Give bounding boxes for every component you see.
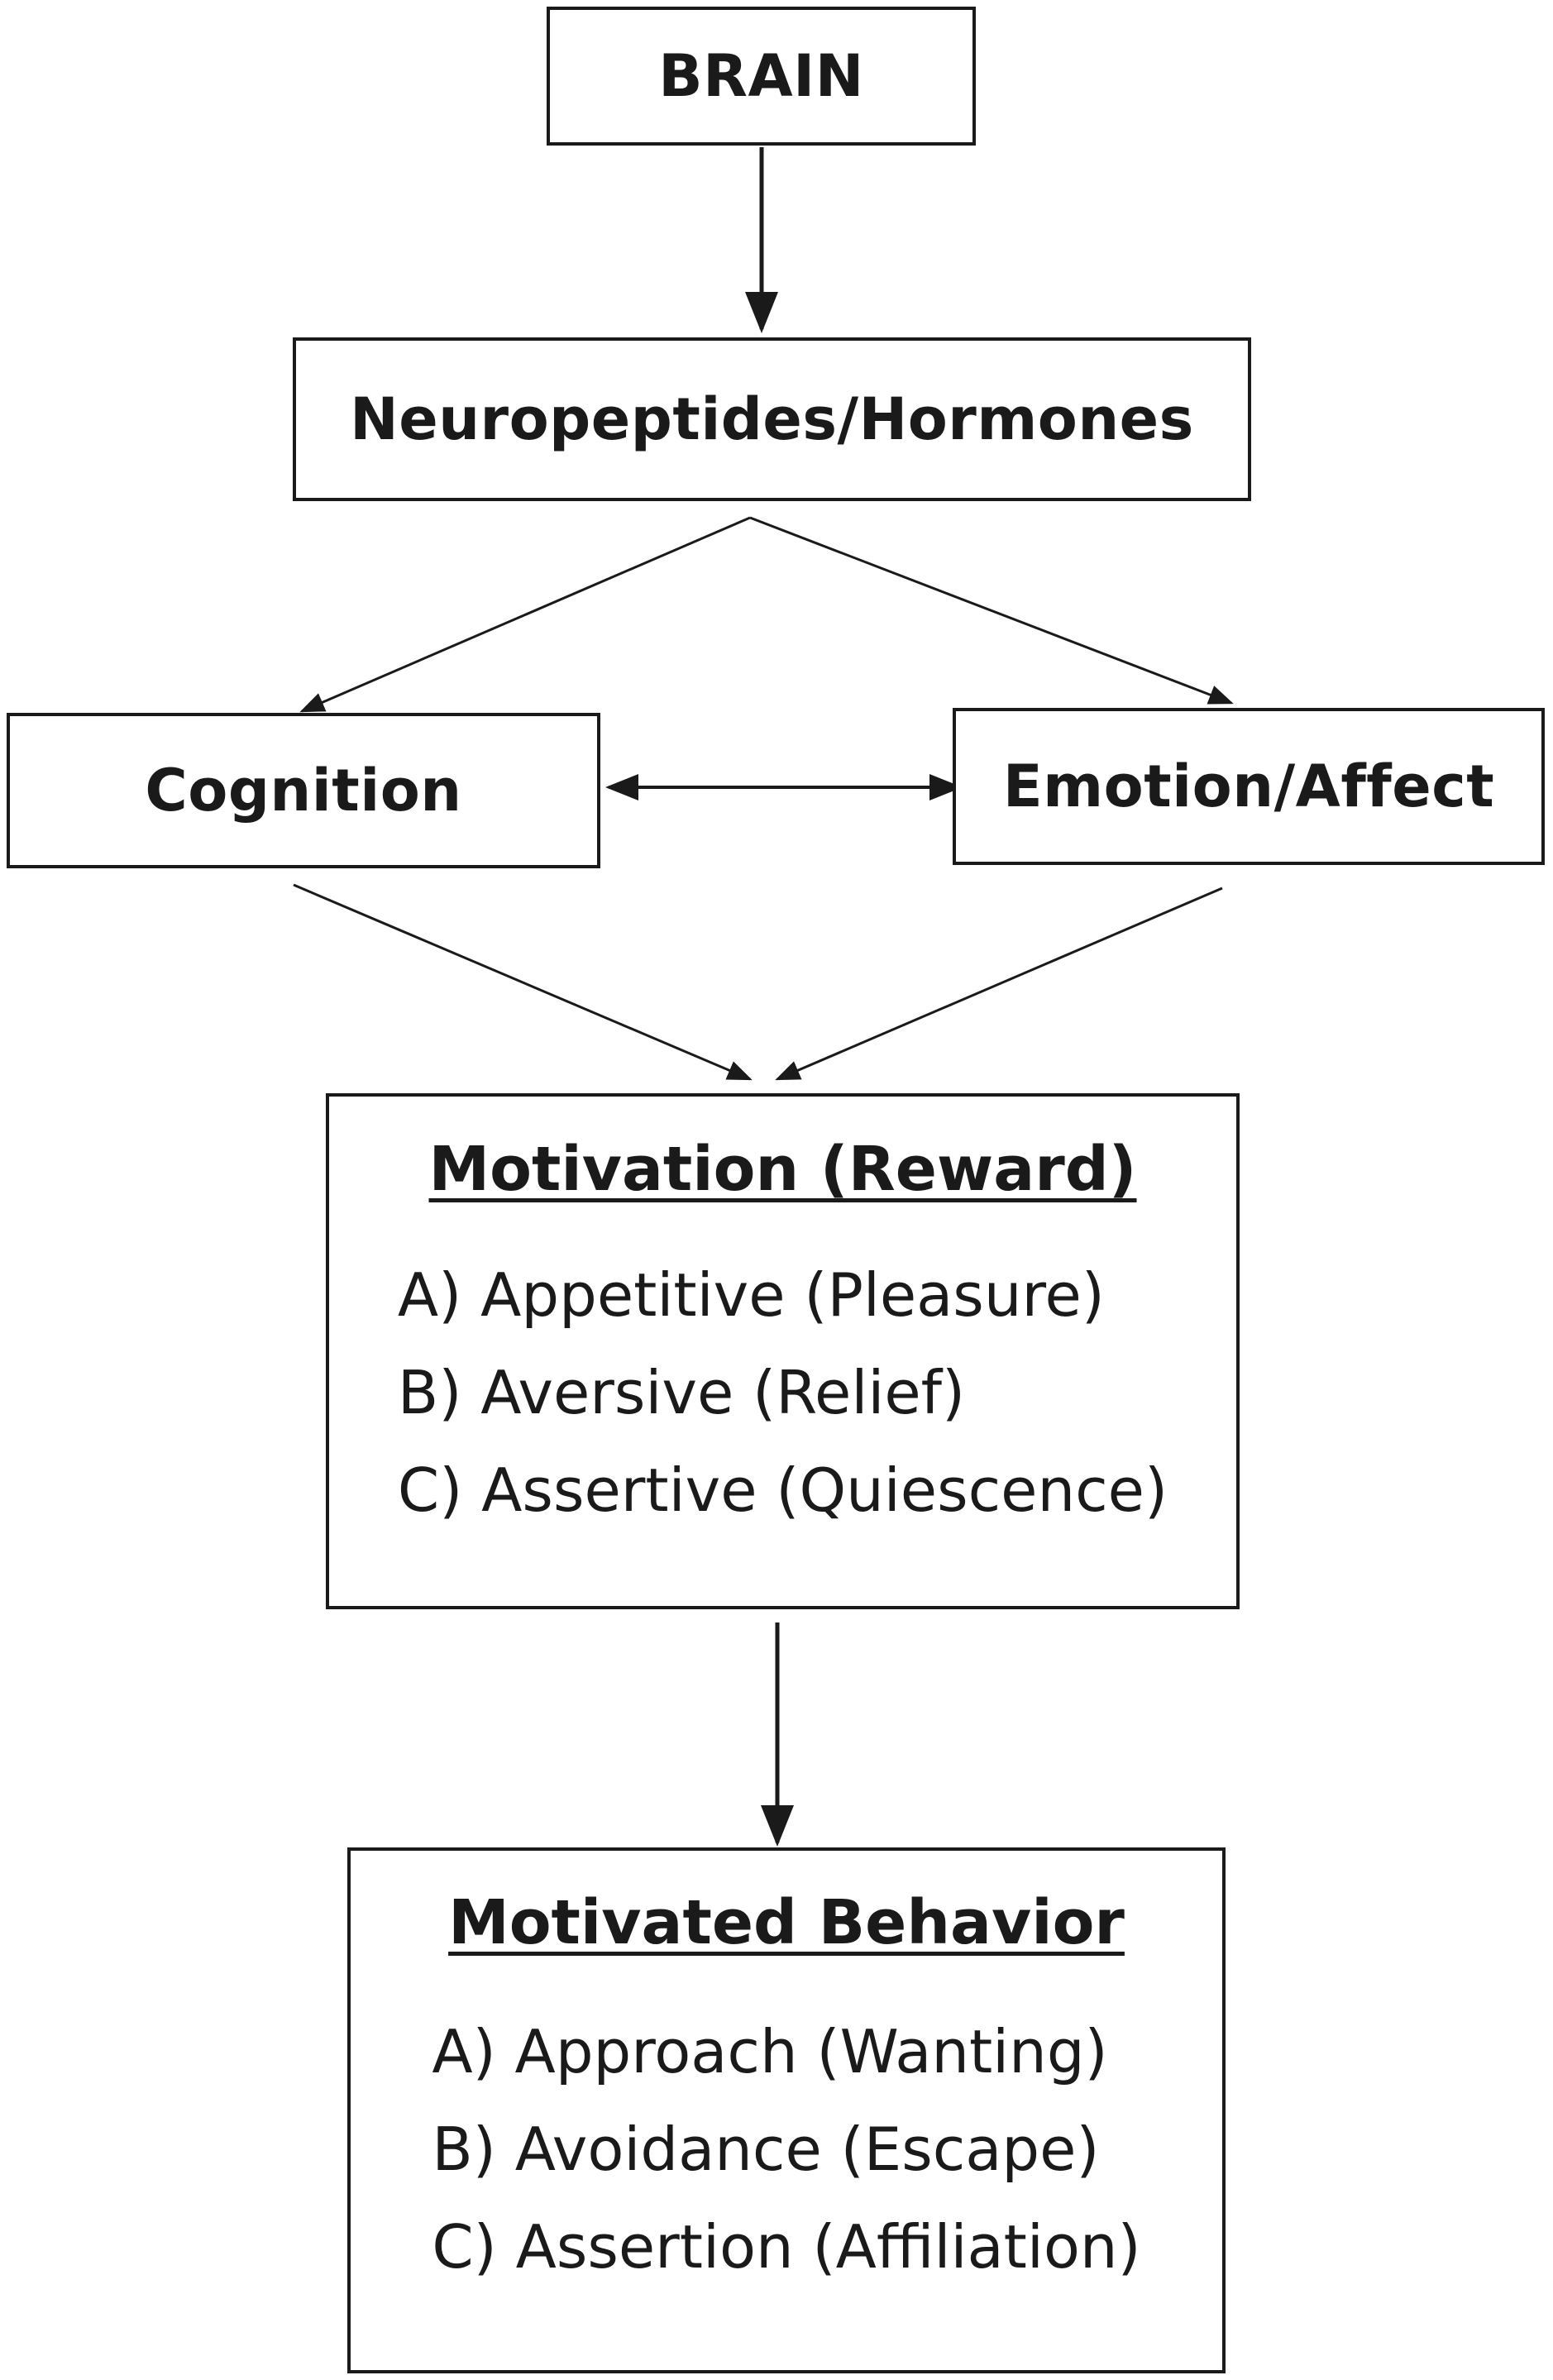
arrow-emotion-to-motivation — [775, 887, 1223, 1081]
emotion-node: Emotion/Affect — [953, 708, 1545, 865]
behavior-heading: Motivated Behavior — [448, 1887, 1125, 1958]
cognition-label: Cognition — [145, 757, 462, 824]
motivation-node: Motivation (Reward) A) Appetitive (Pleas… — [326, 1093, 1240, 1609]
brain-node: BRAIN — [547, 7, 976, 146]
list-item: A) Approach (Wanting) — [432, 2017, 1108, 2086]
motivation-heading: Motivation (Reward) — [428, 1134, 1137, 1205]
brain-label: BRAIN — [658, 42, 864, 110]
motivation-list: A) Appetitive (Pleasure) B) Aversive (Re… — [398, 1246, 1168, 1539]
arrow-neuropeptides-to-cognition — [299, 516, 751, 713]
arrow-neuropeptides-to-emotion — [749, 516, 1234, 705]
list-item: B) Aversive (Relief) — [397, 1358, 966, 1427]
behavior-list: A) Approach (Wanting) B) Avoidance (Esca… — [432, 2003, 1140, 2296]
list-item: C) Assertive (Quiescence) — [397, 1455, 1168, 1525]
cognition-node: Cognition — [7, 713, 600, 868]
emotion-label: Emotion/Affect — [1002, 753, 1495, 820]
arrow-cognition-to-motivation — [293, 883, 753, 1081]
list-item: A) Appetitive (Pleasure) — [397, 1260, 1105, 1330]
neuropeptides-label: Neuropeptides/Hormones — [350, 385, 1194, 453]
list-item: C) Assertion (Affiliation) — [432, 2212, 1141, 2282]
neuropeptides-node: Neuropeptides/Hormones — [293, 337, 1251, 501]
list-item: B) Avoidance (Escape) — [432, 2115, 1100, 2184]
behavior-node: Motivated Behavior A) Approach (Wanting)… — [347, 1847, 1226, 2373]
